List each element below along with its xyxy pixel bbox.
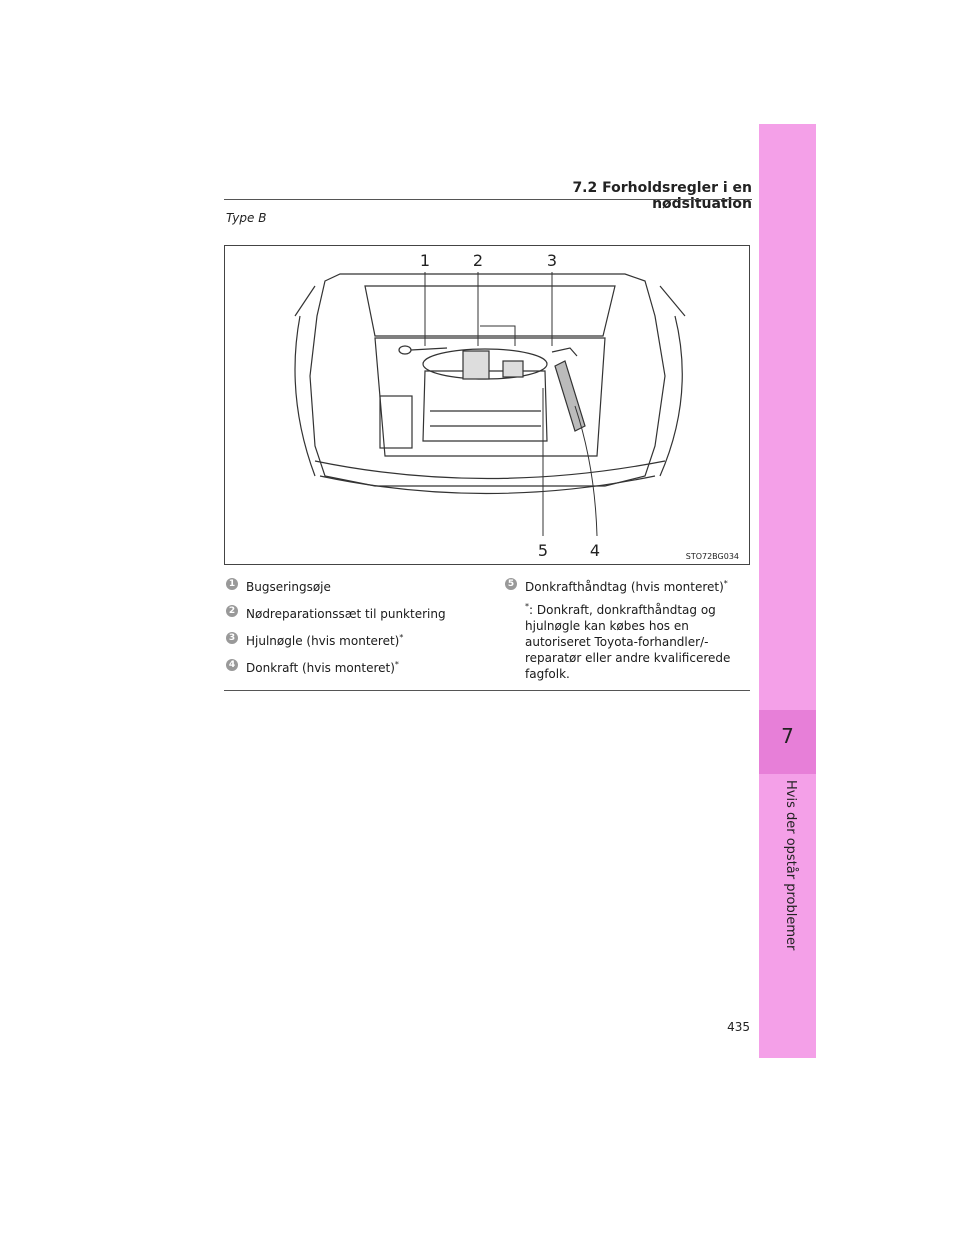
- legend-item: 2 Nødreparationssæt til punktering: [224, 603, 484, 622]
- legend-item: 5 Donkrafthåndtag (hvis monteret)*: [503, 576, 748, 595]
- chapter-title: Hvis der opstår problemer: [783, 780, 798, 951]
- footnote-text: : Donkraft, donkrafthåndtag og hjulnøgle…: [525, 603, 731, 681]
- callout-1: 1: [420, 251, 430, 270]
- legend-text: Donkrafthåndtag (hvis monteret): [525, 580, 724, 594]
- section-header: 7.2 Forholdsregler i en nødsituation: [572, 180, 752, 212]
- number-badge: 2: [226, 605, 238, 617]
- callout-3: 3: [547, 251, 557, 270]
- callout-4: 4: [590, 541, 600, 560]
- figure-code: STO72BG034: [685, 552, 739, 561]
- legend-item: 4 Donkraft (hvis monteret)*: [224, 657, 484, 676]
- number-badge: 4: [226, 659, 238, 671]
- bottom-divider: [224, 690, 750, 691]
- chapter-side-tab: 7 Hvis der opstår problemer: [759, 124, 816, 1058]
- footnote: *: Donkraft, donkrafthåndtag og hjulnøgl…: [503, 599, 748, 682]
- chapter-number: 7: [781, 724, 794, 748]
- callout-5: 5: [538, 541, 548, 560]
- legend-text: Donkraft (hvis monteret): [246, 661, 395, 675]
- trunk-illustration: 1 2 3 4 5 STO72BG034: [224, 245, 750, 565]
- trunk-drawing: 1 2 3 4 5: [294, 251, 686, 560]
- asterisk: *: [394, 660, 399, 669]
- asterisk: *: [399, 633, 404, 642]
- number-badge: 3: [226, 632, 238, 644]
- header-divider: [224, 199, 752, 200]
- legend-left-column: 1 Bugseringsøje 2 Nødreparationssæt til …: [224, 576, 484, 684]
- legend-text: Hjulnøgle (hvis monteret): [246, 634, 400, 648]
- footnote-marker: *: [525, 602, 529, 611]
- chapter-number-box: [759, 710, 816, 774]
- number-badge: 5: [505, 578, 517, 590]
- asterisk: *: [723, 579, 728, 588]
- legend-item: 1 Bugseringsøje: [224, 576, 484, 595]
- figure-type-label: Type B: [226, 211, 267, 225]
- number-badge: 1: [226, 578, 238, 590]
- legend-text: Nødreparationssæt til punktering: [246, 607, 446, 621]
- legend-item: 3 Hjulnøgle (hvis monteret)*: [224, 630, 484, 649]
- legend-text: Bugseringsøje: [246, 580, 331, 594]
- legend-right-column: 5 Donkrafthåndtag (hvis monteret)* *: Do…: [503, 576, 748, 682]
- page-number: 435: [727, 1020, 750, 1034]
- callout-2: 2: [473, 251, 483, 270]
